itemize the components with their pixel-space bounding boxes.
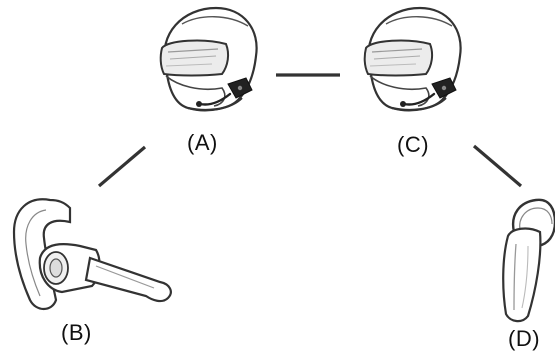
helmet-with-headset-icon: [159, 6, 258, 112]
node-label-b: (B): [61, 320, 92, 345]
bluetooth-earpiece-icon: [12, 198, 172, 311]
bluetooth-earpiece-icon: [502, 198, 555, 323]
node-label-c: (C): [397, 132, 430, 157]
node-label-a: (A): [187, 130, 218, 155]
link-c-d: [472, 144, 523, 188]
node-label-d: (D): [508, 326, 541, 351]
link-a-b: [97, 145, 147, 188]
helmet-with-headset-icon: [363, 6, 462, 112]
